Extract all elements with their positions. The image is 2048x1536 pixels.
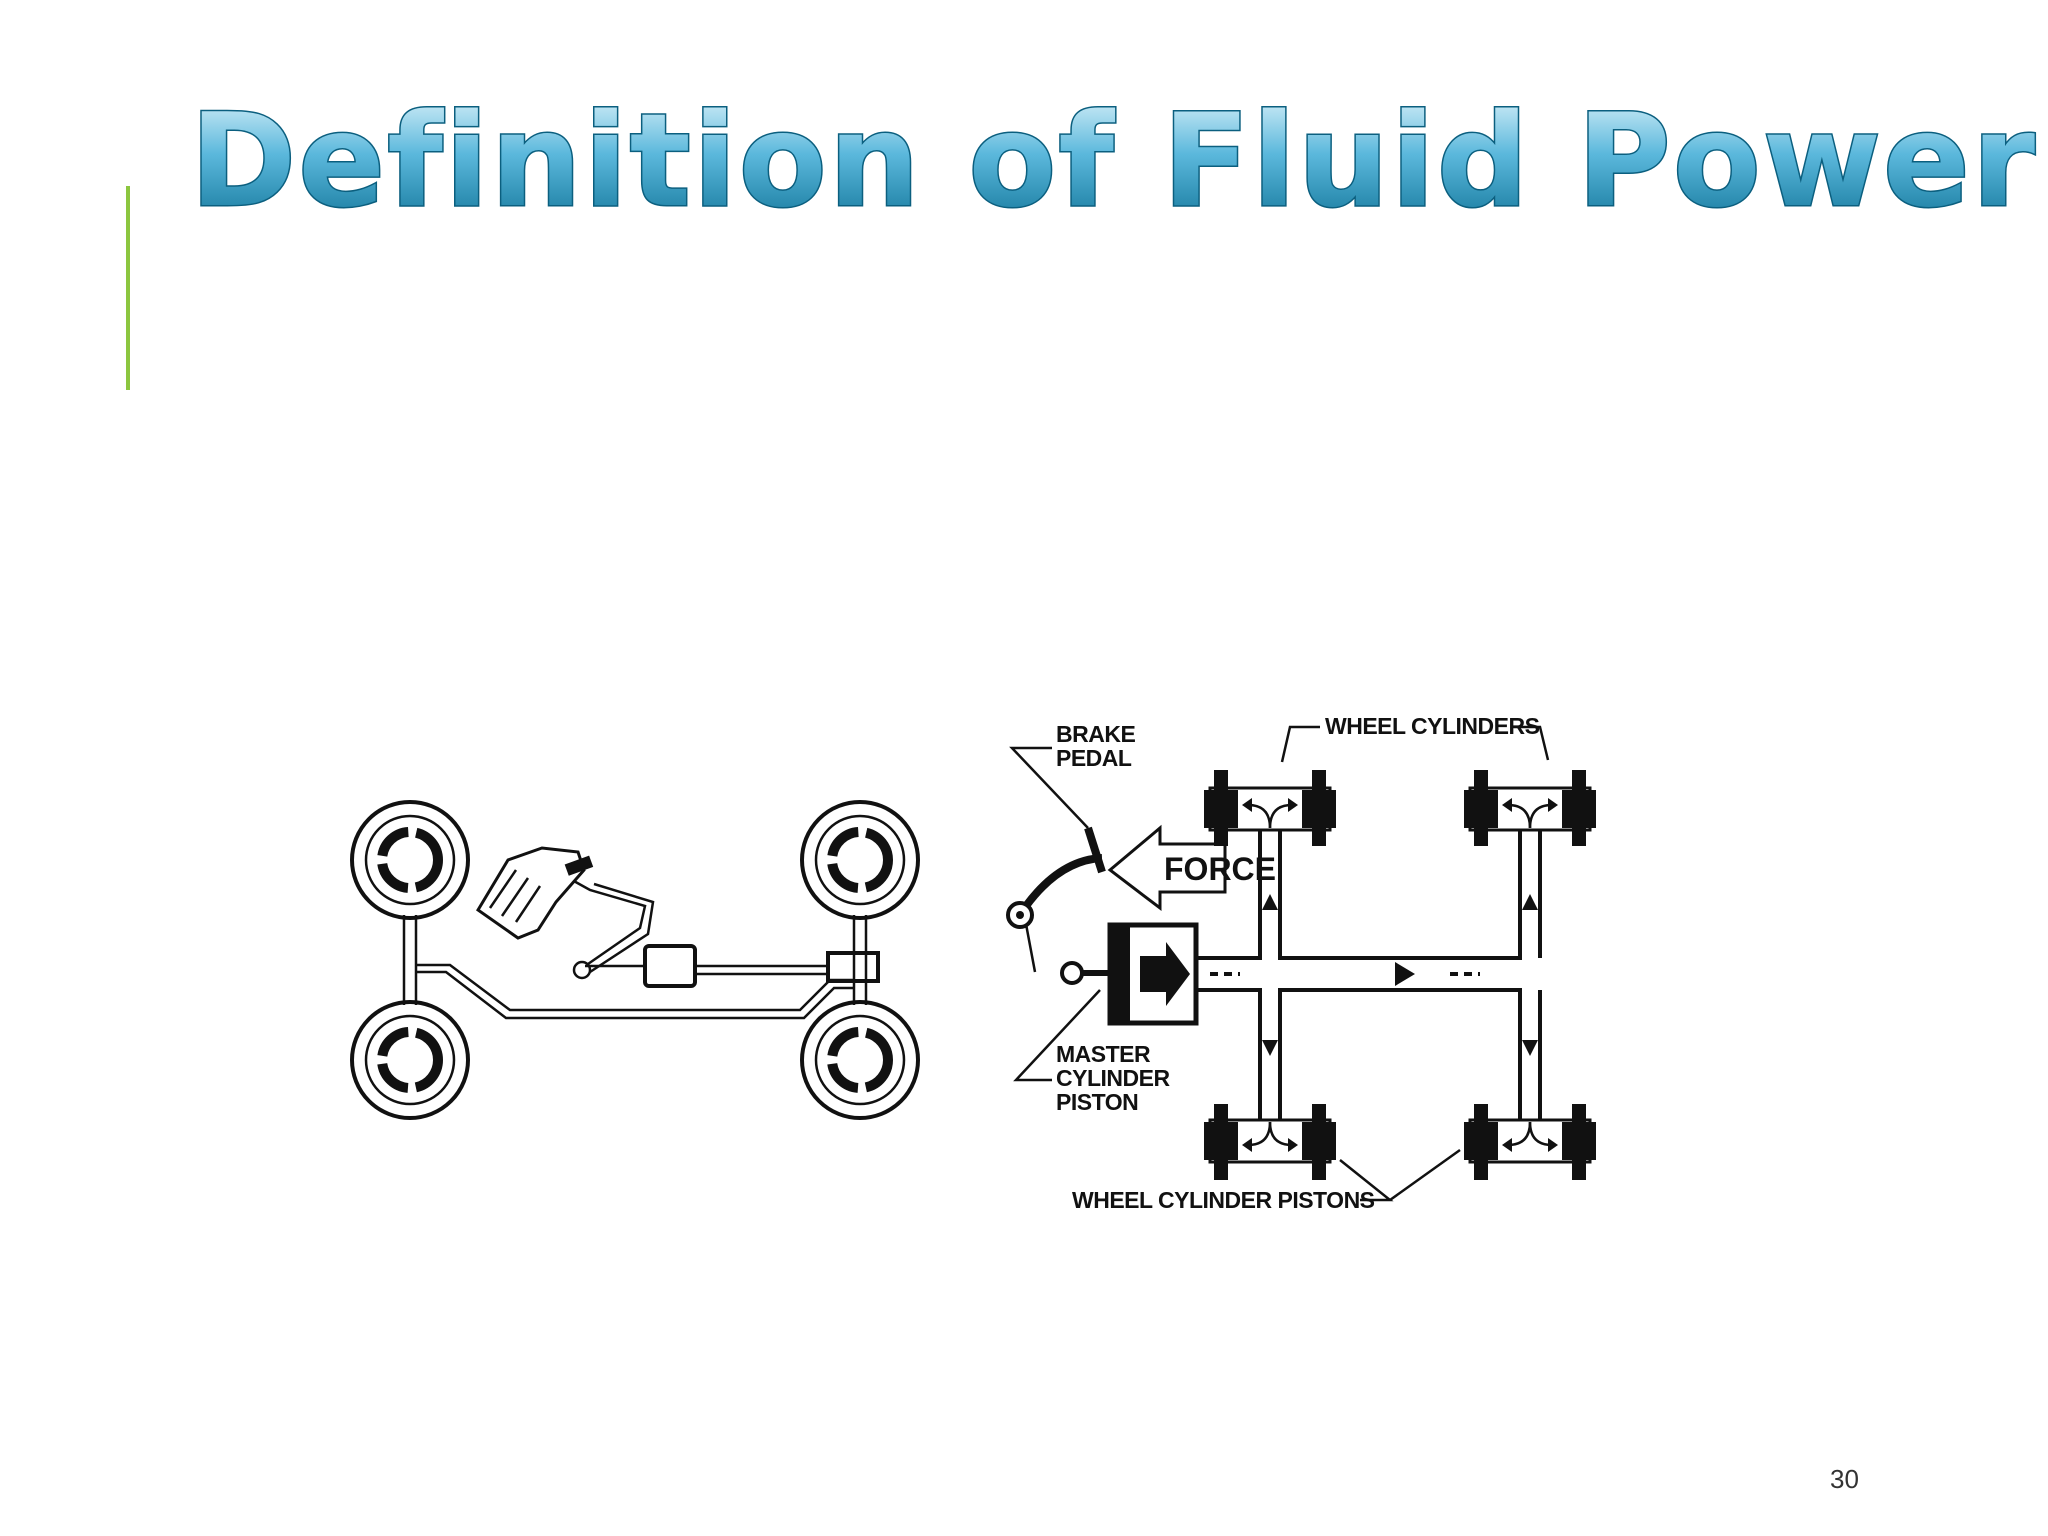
wheel-front-left [350, 800, 470, 920]
force-arrow [1107, 824, 1227, 912]
title-graphic: Definition of Fluid Power [189, 86, 2037, 238]
wheel-cylinder-top-right [1464, 770, 1596, 846]
wheel-cylinder-top-left [1204, 770, 1336, 846]
accent-bar [126, 186, 130, 390]
page-number: 30 [1830, 1464, 1859, 1494]
label-wheel-cylinder-pistons: WHEEL CYLINDER PISTONS [1072, 1187, 1375, 1213]
wheel-rear-right [800, 1000, 920, 1120]
car-chassis-diagram [350, 800, 920, 1120]
brake-system-diagram: FORCE [350, 713, 1596, 1213]
label-cylinder: CYLINDER [1056, 1065, 1170, 1091]
label-brake: BRAKE [1056, 721, 1135, 747]
wheel-rear-left [350, 1000, 470, 1120]
label-master: MASTER [1056, 1041, 1151, 1067]
force-label: FORCE [1164, 851, 1276, 887]
page-title: Definition of Fluid Power [190, 87, 2037, 236]
label-pedal: PEDAL [1056, 745, 1132, 771]
foot-icon [475, 846, 586, 940]
piston-arrow [1140, 942, 1190, 1006]
wheel-cylinder-bottom-left [1204, 1104, 1336, 1180]
wheel-cylinder-bottom-right [1464, 1104, 1596, 1180]
label-wheel-cylinders: WHEEL CYLINDERS [1325, 713, 1540, 739]
wheel-front-right [800, 800, 920, 920]
hydraulic-schematic: FORCE [1006, 713, 1596, 1213]
label-piston: PISTON [1056, 1089, 1138, 1115]
